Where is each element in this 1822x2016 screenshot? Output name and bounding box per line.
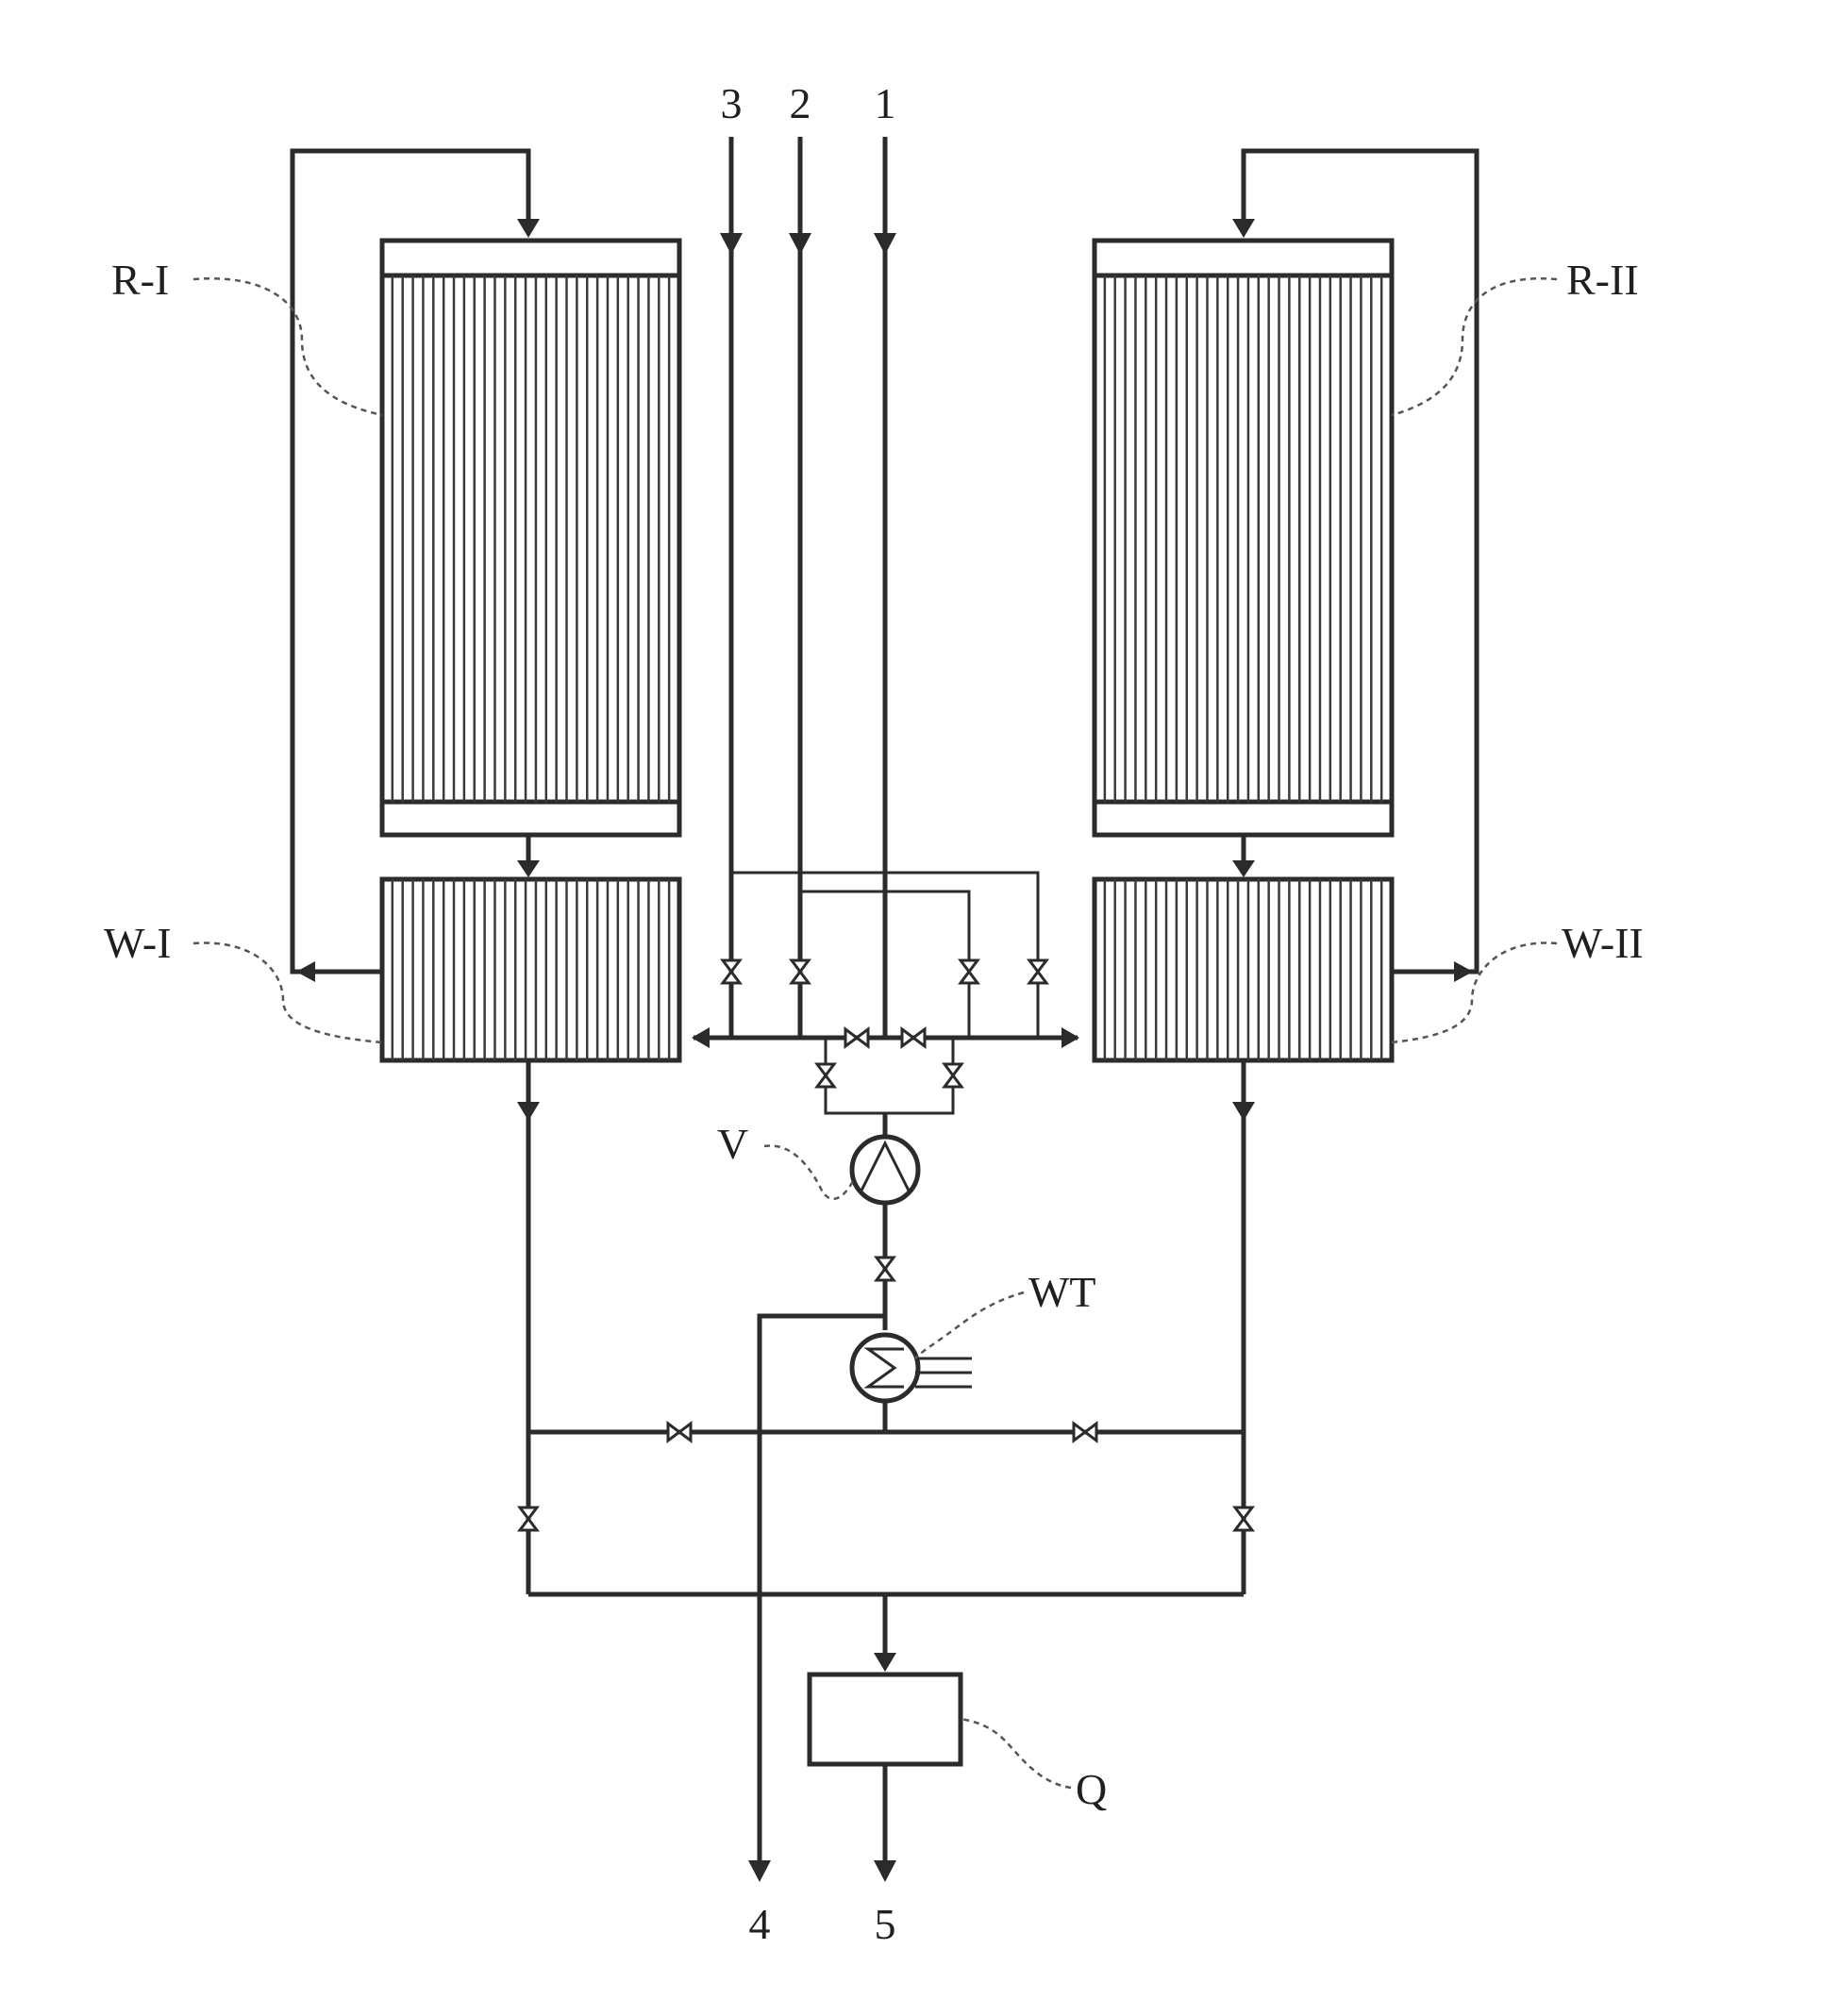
separator-q — [810, 1674, 961, 1882]
feed-stream-1 — [874, 137, 896, 1038]
valve-icon — [845, 1029, 868, 1046]
stream-label-1: 1 — [875, 79, 896, 127]
valve-icon — [877, 1258, 894, 1280]
reactor-r-i — [382, 241, 679, 835]
reactor-to-exchanger-left — [517, 835, 540, 877]
stream-label-2: 2 — [790, 79, 811, 127]
valve-icon — [902, 1029, 925, 1046]
valve-icon — [1074, 1424, 1096, 1441]
valve-icon — [520, 1508, 537, 1530]
stream-label-4: 4 — [749, 1900, 771, 1948]
label-exchanger-w-i: W-I — [104, 919, 172, 967]
reactor-to-exchanger-right — [1232, 835, 1255, 877]
stream-label-3: 3 — [721, 79, 743, 127]
compressor-v — [852, 1137, 918, 1330]
label-reactor-r-i: R-I — [111, 256, 169, 304]
exchanger-w-i — [382, 879, 679, 1060]
exchanger-w-ii — [1095, 879, 1392, 1060]
feed-stream-3 — [720, 137, 743, 1038]
valve-icon — [817, 1064, 834, 1087]
reactor-r-ii — [1095, 241, 1392, 835]
label-reactor-r-ii: R-II — [1566, 256, 1639, 304]
stream-labels: 3 2 1 4 5 — [721, 79, 896, 1948]
valve-icon — [668, 1424, 691, 1441]
valve-icon — [1029, 960, 1046, 983]
product-stream-4 — [748, 1594, 771, 1882]
label-exchanger-w-ii: W-II — [1562, 919, 1644, 967]
stream-label-5: 5 — [875, 1900, 896, 1948]
component-labels: R-I R-II W-I W-II V WT Q — [104, 256, 1644, 1813]
valve-icon — [961, 960, 978, 983]
label-separator-q: Q — [1076, 1765, 1107, 1813]
valve-icon — [1235, 1508, 1252, 1530]
label-heat-exchanger-wt: WT — [1028, 1268, 1096, 1316]
valve-icon — [723, 960, 740, 983]
valve-icon — [944, 1064, 961, 1087]
heat-exchanger-wt — [760, 1316, 972, 1594]
valve-icon — [792, 960, 809, 983]
label-compressor-v: V — [717, 1120, 748, 1168]
